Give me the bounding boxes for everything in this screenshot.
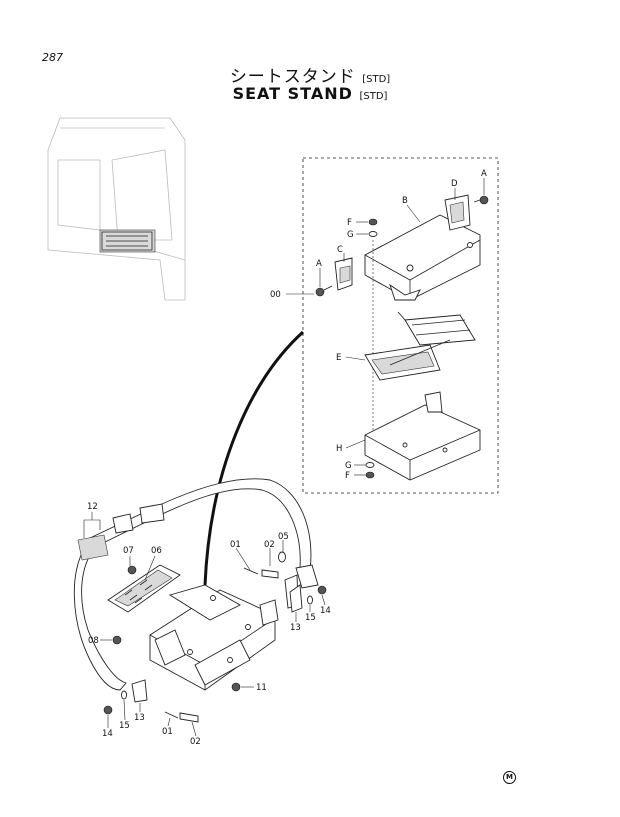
clip-02-top bbox=[261, 569, 279, 579]
title-english-text: SEAT STAND bbox=[232, 84, 353, 103]
callout-02-top: 02 bbox=[264, 540, 275, 550]
nut-f-top bbox=[368, 218, 378, 226]
base-plate-h bbox=[364, 391, 481, 481]
callout-01-bottom: 01 bbox=[162, 727, 173, 737]
callout-f-top: F bbox=[347, 218, 352, 228]
callout-f-bottom: F bbox=[345, 471, 350, 481]
washer-g-top bbox=[368, 231, 378, 237]
callout-14-right: 14 bbox=[320, 606, 331, 616]
bolt-11 bbox=[231, 682, 241, 692]
callout-b: B bbox=[402, 196, 408, 206]
callout-15-right: 15 bbox=[305, 613, 316, 623]
title-japanese-text: シートスタンド bbox=[229, 67, 356, 87]
callout-14-left: 14 bbox=[102, 729, 113, 739]
seat-belt-buckle bbox=[77, 534, 109, 561]
callout-c: C bbox=[337, 245, 343, 255]
callout-h: H bbox=[336, 444, 342, 454]
bracket-13-right bbox=[289, 584, 303, 613]
pin-01-top bbox=[243, 567, 259, 575]
callout-11: 11 bbox=[256, 683, 267, 693]
callout-a-top: A bbox=[481, 169, 487, 179]
title-japanese: シートスタンド [STD] bbox=[0, 62, 620, 87]
bracket-13-left bbox=[131, 679, 148, 703]
seat-pad-06 bbox=[107, 564, 181, 613]
bolt-a-left bbox=[315, 285, 333, 297]
callout-05: 05 bbox=[278, 532, 289, 542]
cab-outline-illustration bbox=[47, 117, 186, 301]
callout-13-left: 13 bbox=[134, 713, 145, 723]
washer-05 bbox=[278, 551, 286, 563]
page-number: 287 bbox=[42, 51, 63, 64]
callout-13-right: 13 bbox=[290, 623, 301, 633]
callout-01-top: 01 bbox=[230, 540, 241, 550]
seat-stand-assembly bbox=[149, 574, 299, 691]
washer-15-right bbox=[307, 595, 313, 605]
washer-g-bottom bbox=[365, 462, 375, 468]
title-variant-en: [STD] bbox=[359, 91, 388, 102]
title-english: SEAT STAND [STD] bbox=[0, 84, 620, 103]
bolt-14-right bbox=[317, 585, 327, 595]
detail-box bbox=[302, 157, 499, 494]
callout-d: D bbox=[451, 179, 458, 189]
detail-leader-curve bbox=[203, 330, 305, 586]
callout-00: 00 bbox=[270, 290, 281, 300]
bolt-a-top bbox=[473, 195, 489, 205]
callout-15-left: 15 bbox=[119, 721, 130, 731]
washer-15-left bbox=[121, 690, 127, 700]
seat-belt bbox=[73, 478, 319, 691]
callout-12: 12 bbox=[87, 502, 98, 512]
pin-01-bottom bbox=[164, 711, 179, 719]
callout-g-top: G bbox=[347, 230, 354, 240]
slide-rail-e bbox=[364, 339, 451, 381]
bolt-08 bbox=[112, 635, 122, 645]
callout-02-bottom: 02 bbox=[190, 737, 201, 747]
callout-a-left: A bbox=[316, 259, 322, 269]
nut-f-bottom bbox=[365, 471, 375, 479]
callout-08: 08 bbox=[88, 636, 99, 646]
callout-06: 06 bbox=[151, 546, 162, 556]
circled-m-mark: M bbox=[503, 771, 516, 784]
clip-02-bottom bbox=[179, 712, 199, 723]
bolt-07 bbox=[127, 565, 137, 575]
callout-g-bottom: G bbox=[345, 461, 352, 471]
slide-rail-lever bbox=[397, 311, 476, 346]
bracket-b bbox=[364, 214, 481, 301]
callout-07: 07 bbox=[123, 546, 134, 556]
bolt-14-left bbox=[103, 705, 113, 715]
callout-e: E bbox=[336, 353, 341, 363]
title-variant-jp: [STD] bbox=[362, 74, 391, 85]
